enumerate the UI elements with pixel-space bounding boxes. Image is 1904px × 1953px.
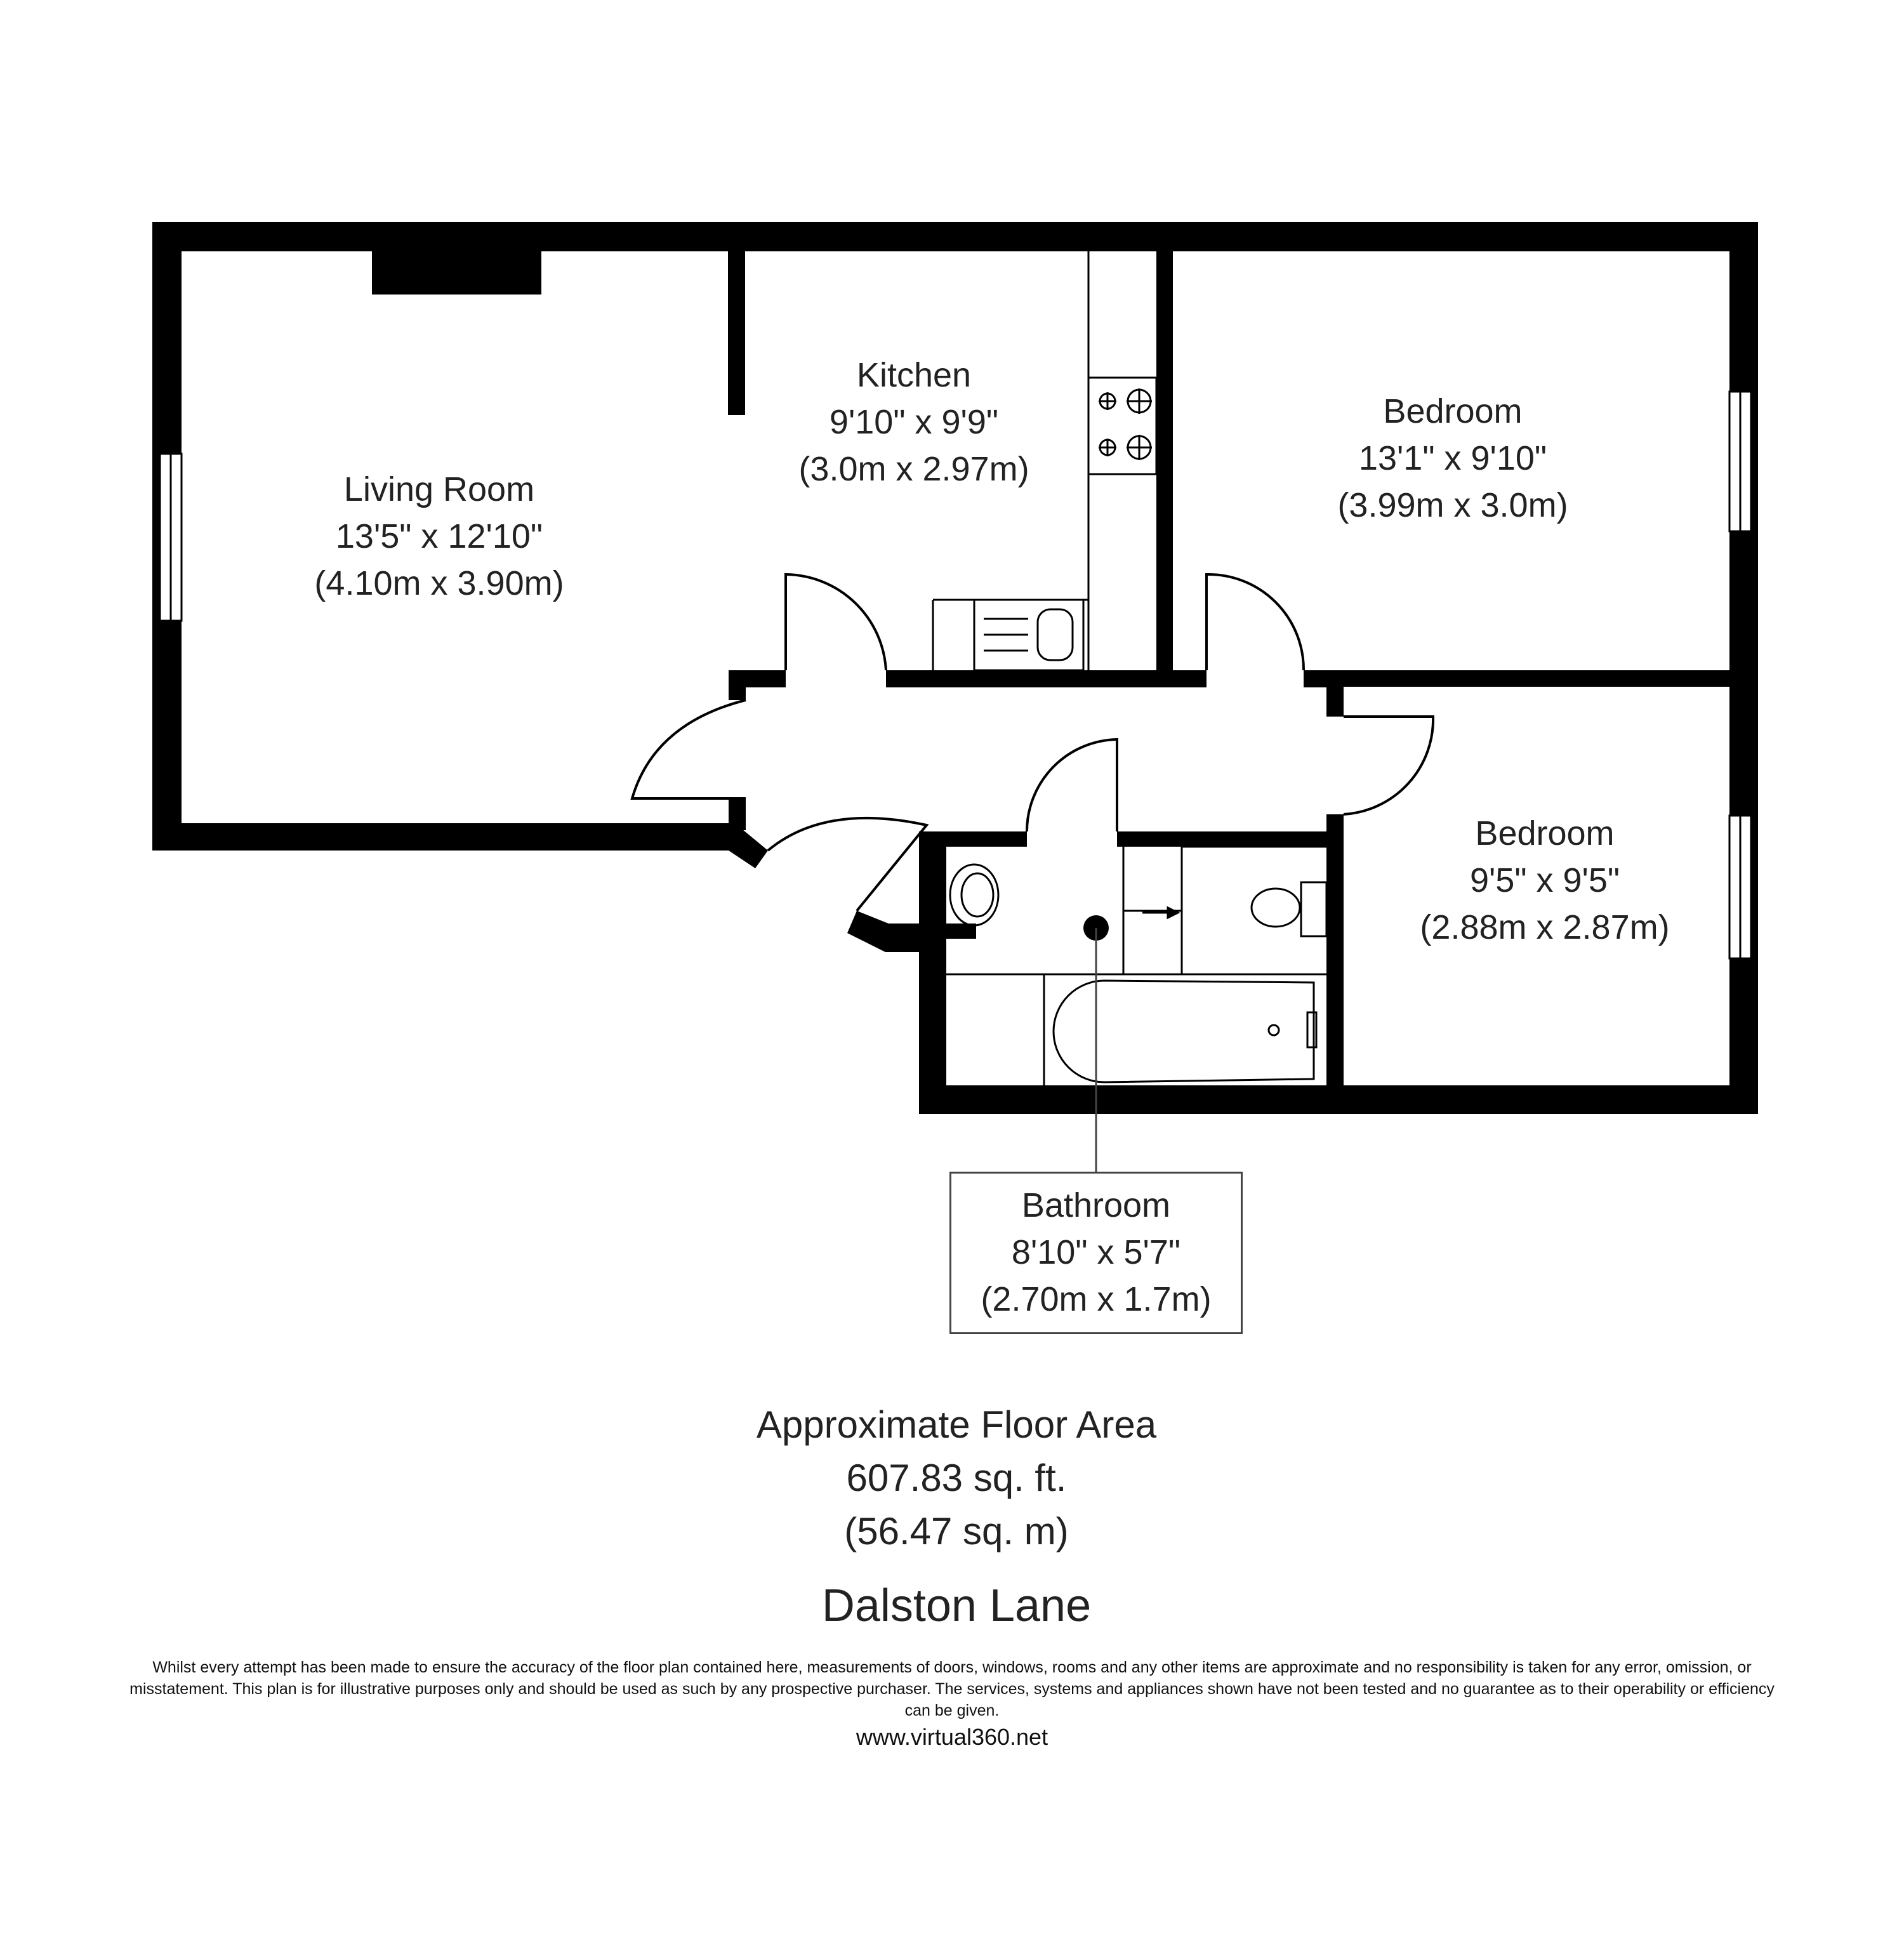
walls [152, 222, 1758, 1114]
bathroom-label-box [949, 1172, 1243, 1334]
wall-bed2-left-top [1326, 670, 1344, 717]
wall-entry-angle-a [729, 823, 768, 868]
basin [949, 863, 1000, 927]
bath-plug [1267, 1024, 1280, 1036]
living-room-metric: (4.10m x 3.90m) [314, 564, 564, 602]
kitchen-name: Kitchen [856, 356, 972, 394]
bedroom-2-metric: (2.88m x 2.87m) [1420, 908, 1670, 946]
wall-top [152, 222, 1758, 251]
kitchen-metric: (3.0m x 2.97m) [798, 450, 1029, 488]
chimney-breast [372, 251, 541, 295]
bathroom-name: Bathroom [1021, 1186, 1171, 1224]
disclaimer-text: Whilst every attempt has been made to en… [129, 1658, 1775, 1719]
wall-bottom-living [152, 823, 735, 851]
wall-kitchen-stub [728, 251, 745, 415]
kitchen-imperial: 9'10" x 9'9" [829, 403, 999, 441]
wall-bed1-bottom [1326, 670, 1758, 687]
windows [159, 390, 1752, 960]
bathroom-fittings [946, 845, 1328, 1085]
wall-bath-top-b [1117, 831, 1339, 847]
wc-cistern [1300, 881, 1328, 937]
wall-right [1729, 222, 1758, 1114]
living-room-label: Living Room 13'5" x 12'10" (4.10m x 3.90… [314, 466, 564, 607]
wall-hall-top-b [886, 670, 1207, 687]
wall-hall-left-stub-b [729, 798, 746, 830]
disclaimer-block: Whilst every attempt has been made to en… [127, 1657, 1777, 1752]
bedroom-1-name: Bedroom [1383, 392, 1523, 430]
bedroom-2-name: Bedroom [1475, 814, 1615, 852]
wall-bathroom-left [919, 831, 946, 1114]
property-name: Dalston Lane [821, 1580, 1092, 1631]
floor-area-metric: (56.47 sq. m) [844, 1510, 1069, 1552]
living-room-imperial: 13'5" x 12'10" [335, 517, 543, 555]
doors [630, 573, 1435, 912]
floor-area-block: Approximate Floor Area 607.83 sq. ft. (5… [757, 1398, 1156, 1558]
wall-kitchen-bedroom [1156, 251, 1173, 670]
sink-bowl [1036, 608, 1074, 661]
kitchen-label: Kitchen 9'10" x 9'9" (3.0m x 2.97m) [798, 352, 1029, 493]
bedroom-1-label: Bedroom 13'1" x 9'10" (3.99m x 3.0m) [1337, 388, 1568, 529]
floor-area-imperial: 607.83 sq. ft. [846, 1457, 1067, 1499]
living-room-name: Living Room [343, 470, 535, 508]
bathroom-metric: (2.70m x 1.7m) [981, 1280, 1212, 1318]
bathroom-label: Bathroom 8'10" x 5'7" (2.70m x 1.7m) [981, 1182, 1211, 1323]
door-kitchen [784, 573, 887, 671]
wall-hall-left-stub [729, 670, 746, 700]
door-bedroom-1 [1205, 573, 1306, 671]
bath-tub [1052, 979, 1315, 1083]
hob [1087, 376, 1158, 475]
door-bedroom-2 [1343, 715, 1435, 816]
sink-unit [973, 599, 1085, 672]
floor-area-heading: Approximate Floor Area [756, 1403, 1157, 1446]
kitchen-fittings [932, 251, 1158, 672]
bathroom-imperial: 8'10" x 5'7" [1011, 1233, 1181, 1271]
bedroom-1-imperial: 13'1" x 9'10" [1358, 439, 1547, 477]
wall-bath-stub [919, 924, 976, 939]
bath-taps [1306, 1011, 1318, 1049]
website-link[interactable]: www.virtual360.net [856, 1724, 1048, 1750]
wc-pan [1250, 887, 1301, 928]
bedroom-2-imperial: 9'5" x 9'5" [1469, 861, 1620, 899]
wall-entry-angle-b [847, 911, 919, 952]
door-entrance [767, 816, 929, 912]
wall-bed2-left [1326, 814, 1344, 1113]
bedroom-2-label: Bedroom 9'5" x 9'5" (2.88m x 2.87m) [1420, 810, 1669, 951]
bedroom-1-metric: (3.99m x 3.0m) [1337, 486, 1568, 524]
basin-bowl [960, 872, 995, 918]
wall-bath-top-a [919, 831, 1027, 847]
door-bathroom [1026, 738, 1118, 832]
door-living [630, 699, 746, 800]
airing-arrow-head [1167, 906, 1180, 920]
